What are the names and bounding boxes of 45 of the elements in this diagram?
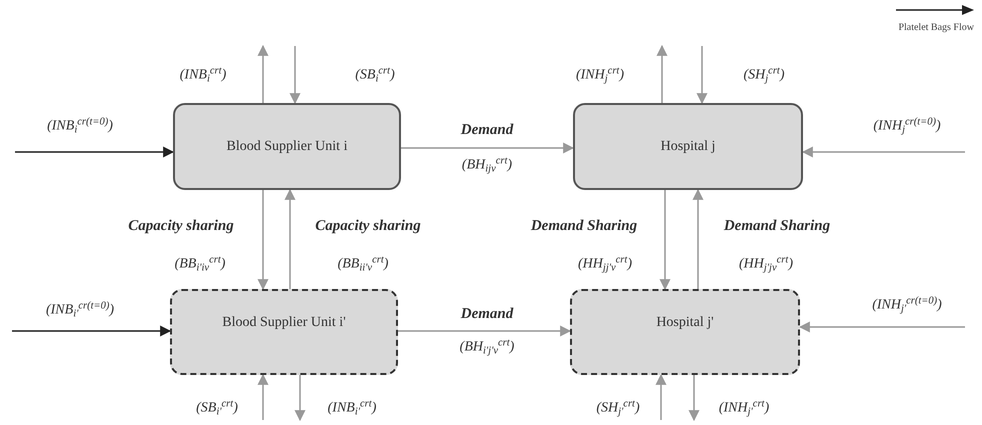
variable-label: (HH$_{j'jv}$$^{crt}$)	[739, 254, 793, 274]
variable-label: (HH$_{jj'v}$$^{crt}$)	[578, 254, 632, 274]
arrow	[258, 374, 268, 420]
edge-label: (INB$_{i'}$$^{crt}$)	[328, 398, 376, 418]
edge-label: (INH$_{j'}$$^{cr(t=0)}$)	[872, 294, 942, 316]
arrow	[258, 44, 268, 103]
arrow	[401, 142, 574, 154]
box-label: Blood Supplier Unit i'	[222, 314, 346, 332]
variable-label: (BB$_{ii'v}$$^{crt}$)	[338, 254, 388, 274]
arrow	[660, 190, 670, 290]
variable-label: (BH$_{i'j'v}$$^{crt}$)	[460, 336, 514, 358]
edge-label: (INB$_{i}$$^{crt}$)	[180, 64, 226, 86]
box-label: Hospital j	[660, 138, 716, 156]
process-box	[573, 103, 803, 190]
process-box	[170, 289, 398, 375]
variable-label: (BH$_{ijv}$$^{crt}$)	[462, 154, 512, 176]
process-box	[570, 289, 800, 375]
edge-label: (INH$_{j}$$^{cr(t=0)}$)	[873, 116, 941, 136]
variable-label: (BB$_{i'iv}$$^{crt}$)	[174, 254, 226, 274]
edge-label: (INB$_{i}$$^{cr(t=0)}$)	[47, 116, 113, 136]
arrow	[798, 322, 965, 332]
box-label: Hospital j'	[656, 314, 714, 332]
arrow	[802, 146, 965, 158]
edge-label: (SB$_{i'}$$^{crt}$)	[196, 398, 238, 418]
arrow	[12, 326, 172, 336]
edge-label: (SH$_{j}$$^{crt}$)	[743, 64, 785, 86]
arrow	[398, 326, 572, 336]
arrow	[688, 375, 700, 422]
edge-label: (INB$_{i'}$$^{cr(t=0)}$)	[46, 300, 114, 320]
arrow	[656, 44, 668, 103]
edge-label: (INH$_{j}$$^{crt}$)	[576, 64, 624, 86]
arrow	[15, 146, 174, 158]
edge-label: (INH$_{j'}$$^{crt}$)	[718, 398, 770, 418]
arrow	[294, 375, 306, 422]
arrow	[696, 46, 708, 104]
arrow	[290, 46, 300, 104]
legend-label: Platelet Bags Flow	[898, 21, 974, 35]
arrow	[258, 190, 268, 290]
edge-label: (SH$_{j'}$$^{crt}$)	[596, 398, 640, 418]
edge-label: (SB$_{i}$$^{crt}$)	[355, 64, 395, 86]
arrow	[656, 374, 666, 420]
process-box	[173, 103, 401, 190]
arrow	[692, 188, 704, 289]
box-label: Blood Supplier Unit i	[226, 138, 348, 156]
arrow	[284, 188, 296, 289]
